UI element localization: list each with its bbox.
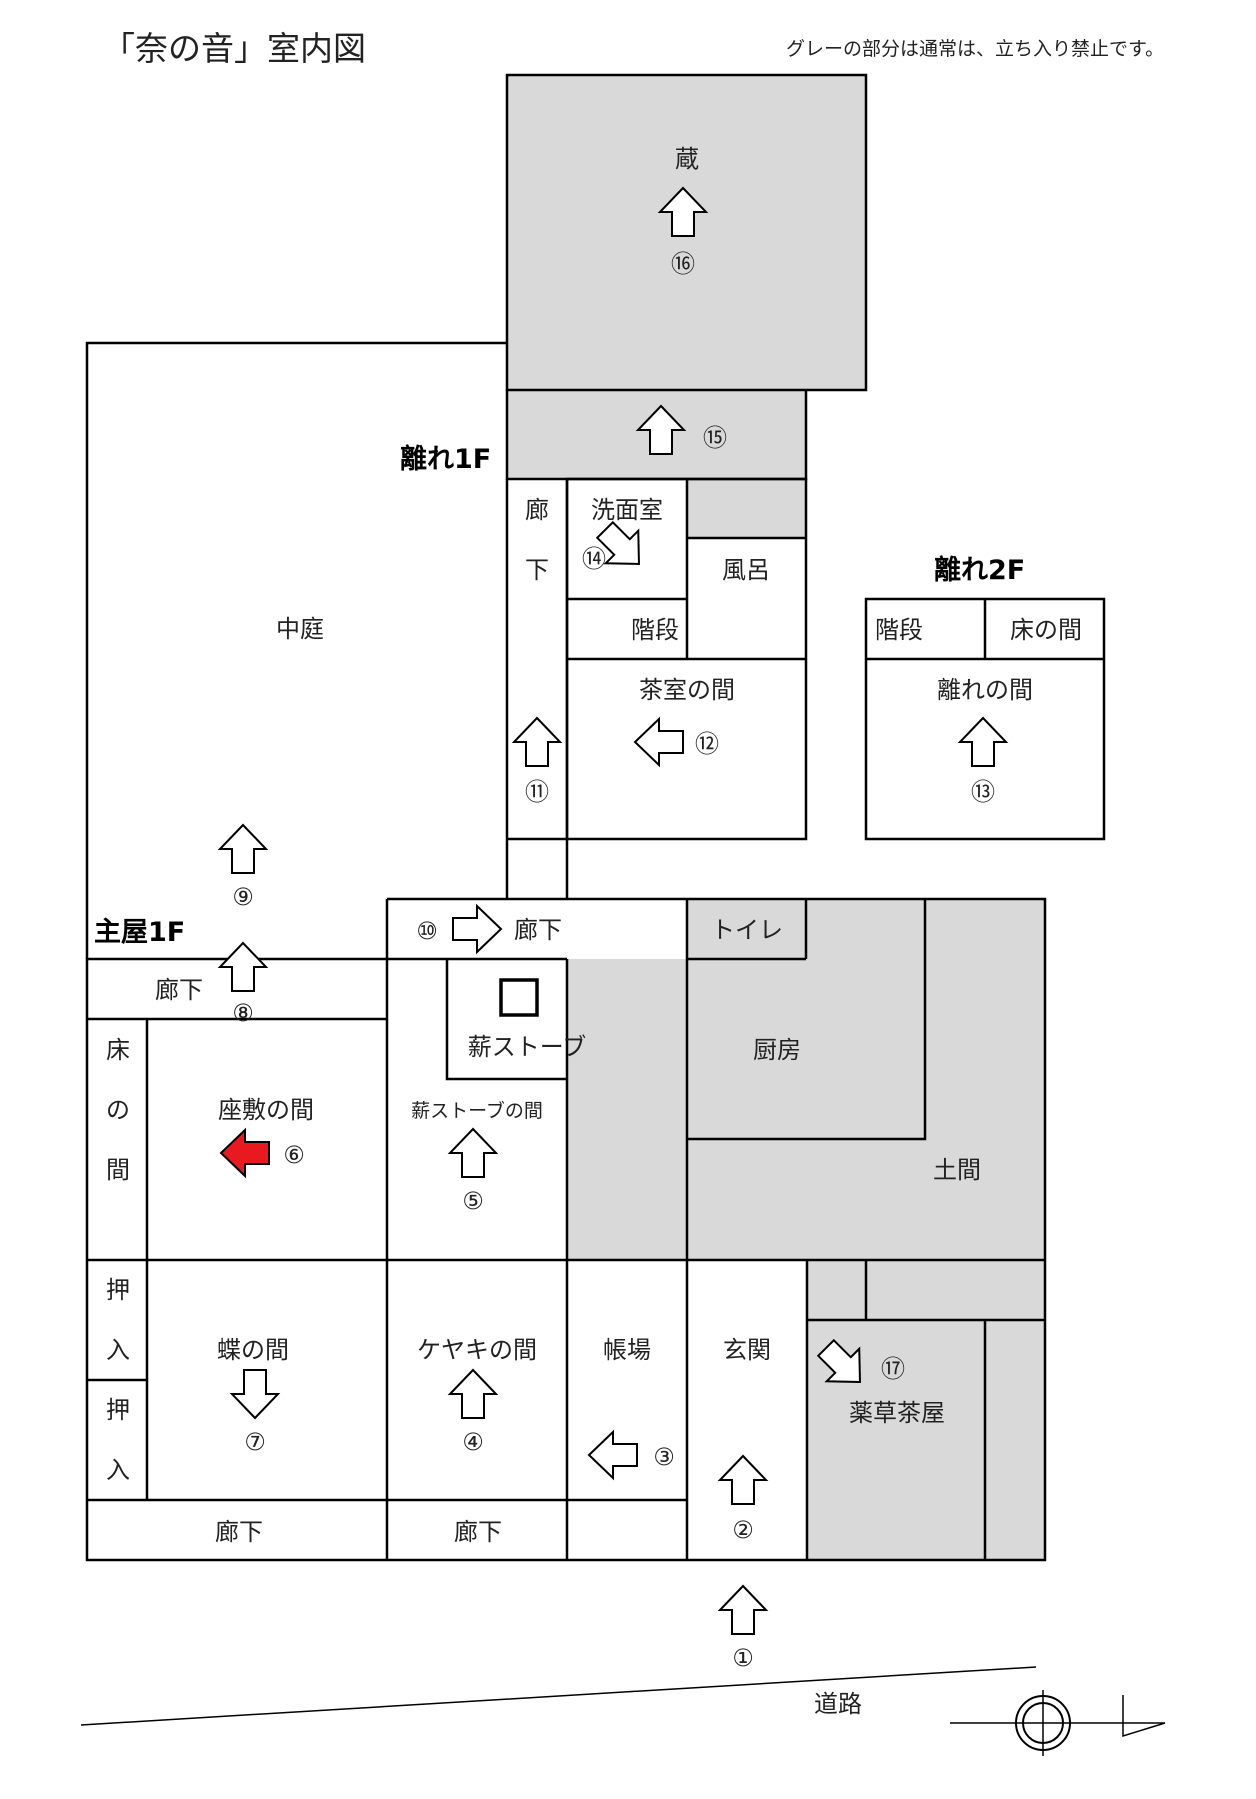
room-oshiire1-2: 入 bbox=[106, 1336, 130, 1364]
room-doma: 土間 bbox=[933, 1156, 981, 1184]
room-corridor-vertical-2: 下 bbox=[525, 556, 549, 584]
restricted-bath-corner bbox=[687, 479, 806, 538]
room-tokonoma-3: 間 bbox=[106, 1156, 130, 1184]
viewpoint-10: ⑩ bbox=[416, 917, 438, 945]
arrow-2-icon bbox=[719, 1455, 767, 1505]
arrow-10-icon bbox=[452, 905, 502, 953]
room-furo: 風呂 bbox=[722, 556, 770, 584]
room-chouba: 帳場 bbox=[603, 1336, 651, 1364]
room-yakusou: 薬草茶屋 bbox=[849, 1399, 945, 1427]
room-chou: 蝶の間 bbox=[217, 1336, 289, 1364]
viewpoint-5: ⑤ bbox=[462, 1187, 484, 1215]
room-stove: 薪ストーブ bbox=[468, 1033, 587, 1061]
room-keyaki: ケヤキの間 bbox=[417, 1336, 537, 1364]
room-zashiki: 座敷の間 bbox=[218, 1096, 314, 1124]
viewpoint-2: ② bbox=[732, 1516, 754, 1544]
arrow-3-icon bbox=[588, 1431, 638, 1479]
room-kaidan-1f: 階段 bbox=[631, 616, 679, 644]
arrow-11-icon bbox=[513, 717, 561, 767]
viewpoint-11: ⑪ bbox=[525, 778, 549, 806]
floor-label-omoya1f: 主屋1F bbox=[94, 917, 185, 948]
road-label: 道路 bbox=[814, 1690, 862, 1718]
north-mark-icon bbox=[950, 1690, 1166, 1756]
room-rouka-bottom-2: 廊下 bbox=[454, 1518, 502, 1546]
arrow-8-icon bbox=[219, 942, 267, 992]
viewpoint-17: ⑰ bbox=[881, 1355, 905, 1383]
viewpoint-14: ⑭ bbox=[582, 545, 606, 573]
restricted-doma bbox=[567, 959, 1045, 1260]
room-corridor-vertical-1: 廊 bbox=[525, 496, 549, 524]
restricted-chubo bbox=[687, 899, 1045, 959]
room-chashitsu: 茶室の間 bbox=[639, 676, 735, 704]
viewpoint-3: ③ bbox=[653, 1443, 675, 1471]
room-rouka-bottom-1: 廊下 bbox=[215, 1518, 263, 1546]
floor-label-hanare2f: 離れ2F bbox=[934, 554, 1025, 586]
room-rouka-top: 廊下 bbox=[514, 916, 562, 944]
road bbox=[80, 1666, 1037, 1726]
viewpoint-16: ⑯ bbox=[671, 250, 695, 278]
arrow-5-icon bbox=[449, 1128, 497, 1178]
room-oshiire2-2: 入 bbox=[106, 1456, 130, 1484]
room-genkan: 玄関 bbox=[723, 1336, 771, 1364]
arrow-4-icon bbox=[449, 1369, 497, 1419]
room-tokonoma-1: 床 bbox=[106, 1036, 130, 1064]
page-title: 「奈の音」室内図 bbox=[102, 29, 366, 68]
room-tokonoma-2: の bbox=[106, 1096, 130, 1124]
restricted-yakusou bbox=[807, 1260, 1045, 1560]
viewpoint-12: ⑫ bbox=[695, 730, 719, 758]
room-rouka-left: 廊下 bbox=[155, 976, 203, 1004]
room-toilet: トイレ bbox=[711, 916, 783, 944]
room-labels: 蔵 中庭 廊 下 洗面室 風呂 階段 茶室の間 階段 床の間 離れの間 廊下 ト… bbox=[106, 145, 1082, 1546]
restricted-area-note: グレーの部分は通常は、立ち入り禁止です。 bbox=[786, 38, 1165, 60]
room-nakaniwa: 中庭 bbox=[276, 615, 324, 643]
viewpoint-6: ⑥ bbox=[283, 1141, 305, 1169]
room-oshiire1-1: 押 bbox=[106, 1276, 130, 1304]
arrow-9-icon bbox=[219, 824, 267, 874]
room-chubo: 厨房 bbox=[753, 1036, 801, 1064]
viewpoint-7: ⑦ bbox=[244, 1428, 266, 1456]
room-oshiire2-1: 押 bbox=[106, 1396, 130, 1424]
viewpoint-13: ⑬ bbox=[971, 778, 995, 806]
viewpoint-8: ⑧ bbox=[232, 999, 254, 1027]
arrow-12-icon bbox=[634, 718, 684, 766]
floor-label-hanare1f: 離れ1F bbox=[400, 443, 491, 475]
viewpoint-9: ⑨ bbox=[232, 883, 254, 911]
restricted-areas bbox=[507, 75, 1045, 1560]
viewpoint-1: ① bbox=[732, 1644, 754, 1672]
arrow-6-icon bbox=[220, 1129, 270, 1177]
room-stove-room: 薪ストーブの間 bbox=[411, 1099, 543, 1122]
viewpoint-4: ④ bbox=[462, 1428, 484, 1456]
viewpoint-numbers: ⑯ ⑮ ⑭ ⑪ ⑫ ⑬ ⑨ ⑧ ⑩ ⑤ ④ ⑦ ③ ② ① ⑰ ⑥ bbox=[232, 250, 995, 1672]
room-tokonoma-2f: 床の間 bbox=[1010, 616, 1082, 644]
room-hanarenoma: 離れの間 bbox=[937, 676, 1033, 704]
viewpoint-15: ⑮ bbox=[703, 424, 727, 452]
arrow-7-icon bbox=[231, 1369, 279, 1419]
room-senmen: 洗面室 bbox=[591, 496, 663, 524]
arrow-13-icon bbox=[959, 717, 1007, 767]
arrow-1-icon bbox=[719, 1585, 767, 1635]
walls bbox=[85, 73, 1106, 1562]
room-kura: 蔵 bbox=[675, 145, 699, 173]
room-kaidan-2f: 階段 bbox=[875, 616, 923, 644]
